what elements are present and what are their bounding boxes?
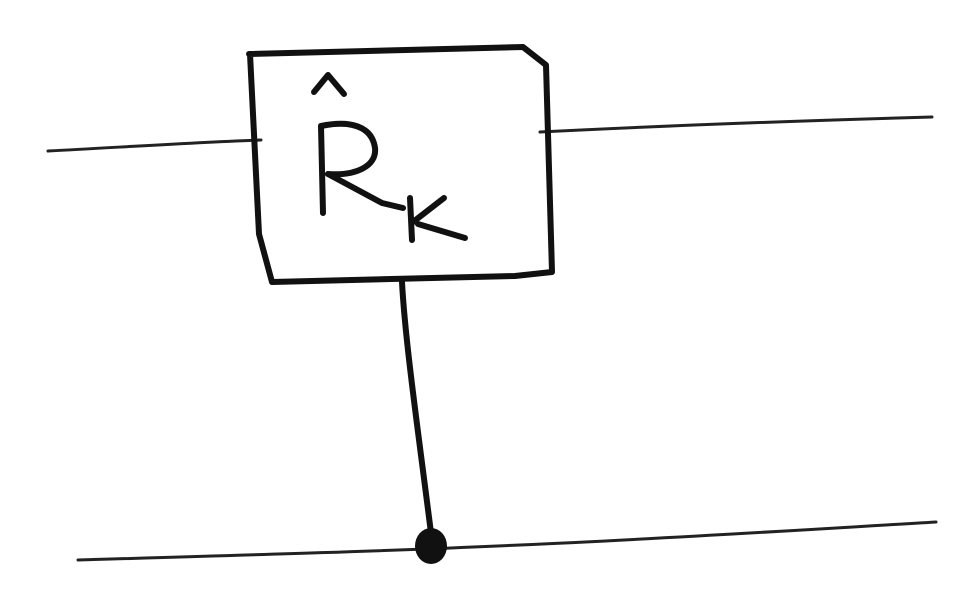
gate-subscript: k [412, 220, 423, 241]
control-line [399, 279, 434, 536]
top-wire-right [538, 115, 934, 134]
top-wire-left [46, 138, 263, 153]
bottom-wire [76, 520, 938, 562]
control-dot [415, 528, 447, 564]
gate-symbol: R [320, 159, 333, 180]
gate-hat-glyph [311, 72, 347, 97]
gate-subscript-k-glyph [407, 195, 468, 243]
gate-r-glyph [318, 120, 406, 216]
gate-box [246, 44, 555, 285]
gate-hat: ^ [318, 74, 333, 95]
